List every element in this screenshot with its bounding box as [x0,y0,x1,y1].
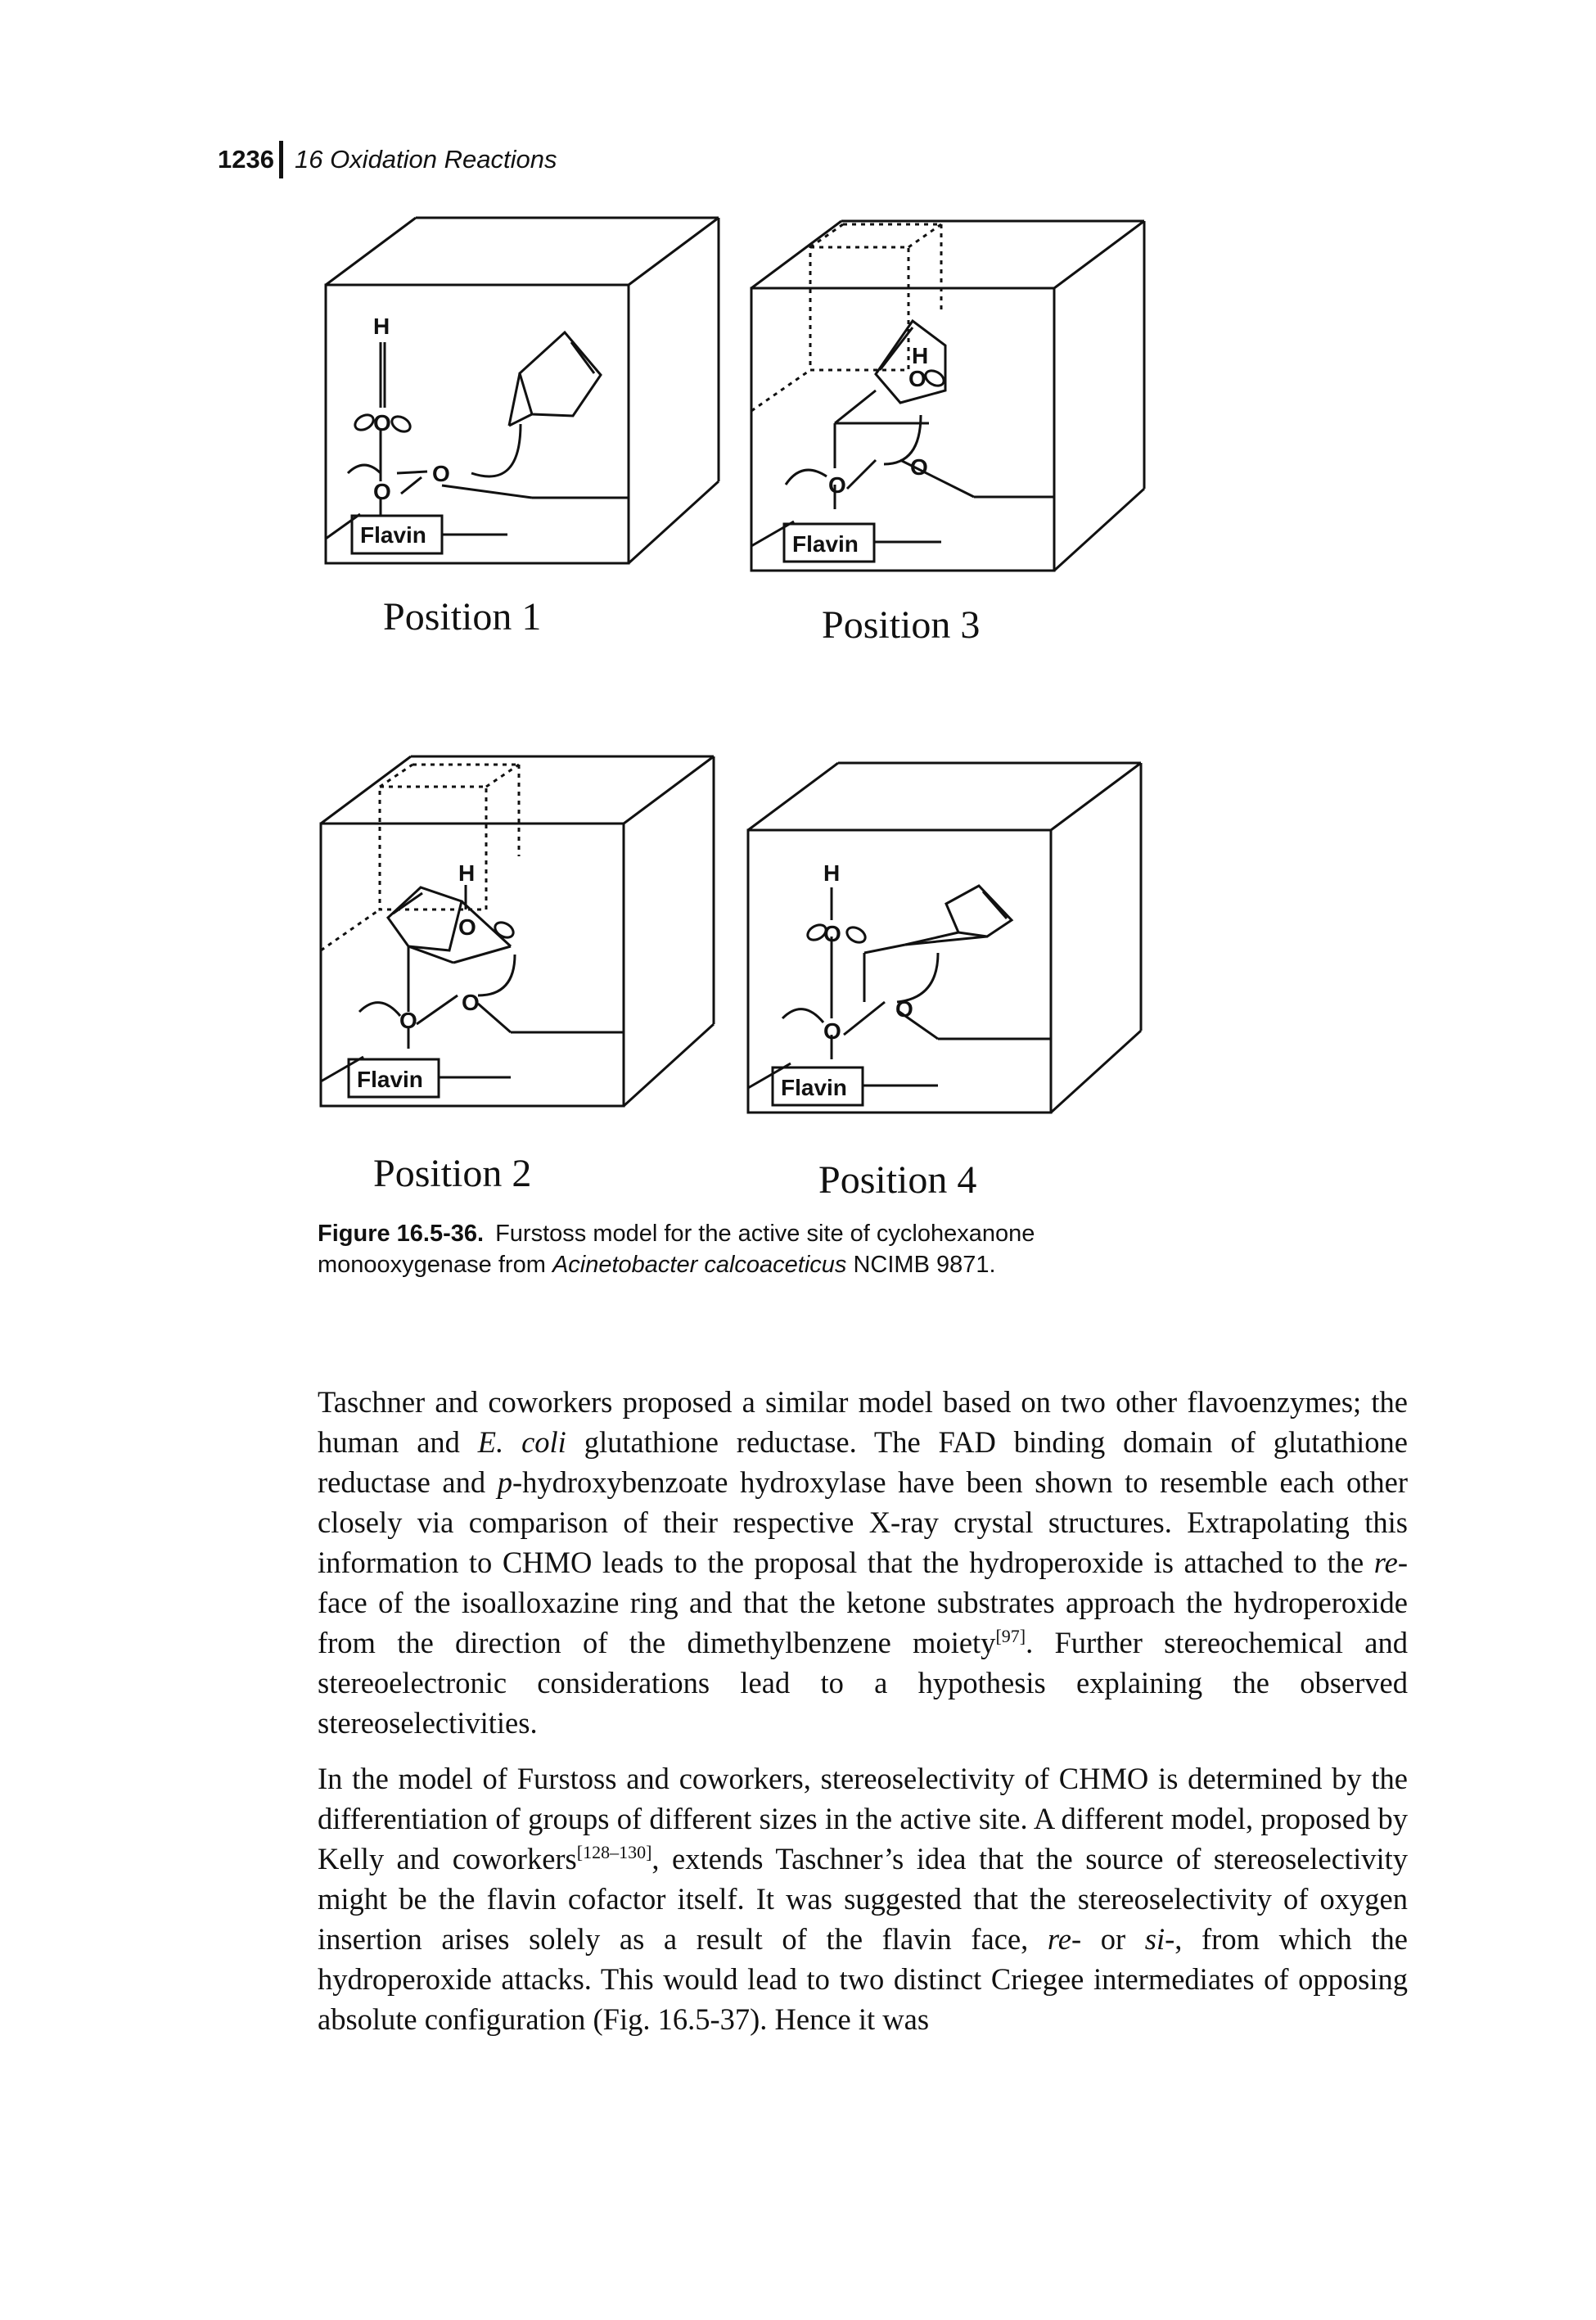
page-number: 1236 [218,145,274,174]
atom-oxygen: O [823,1018,841,1044]
caption-species: Acinetobacter calcoaceticus [552,1252,847,1278]
flavin-label: Flavin [781,1075,847,1100]
atom-oxygen: O [910,454,928,480]
body-paragraph: In the model of Furstoss and coworkers, … [318,1758,1408,2039]
atom-oxygen: O [373,410,391,436]
text-run: glutathione reductase. The FAD binding d… [318,1425,1408,1499]
figure-panel-position-4: H O O O Flavin Position 4 [742,756,1159,1202]
position-label: Position 2 [373,1152,532,1195]
text-run: , extends Taschner’s idea that the sourc… [318,1842,1408,1956]
body-paragraph: Taschner and coworkers proposed a simila… [318,1382,1408,1743]
italic-run: p [497,1465,512,1499]
citation-ref: [128–130] [576,1841,652,1862]
atom-oxygen: O [399,1008,417,1033]
figure-number: Figure 16.5-36. [318,1221,485,1247]
position-label: Position 1 [383,595,542,639]
figure-panel-position-1: H O O O Flavin Position 1 [319,211,728,639]
atom-hydrogen: H [912,343,928,368]
flavin-label: Flavin [792,531,859,557]
flavin-label: Flavin [357,1067,423,1092]
section-title: 16 Oxidation Reactions [294,145,557,174]
text-run: . Further stereochemical and stereoelect… [318,1626,1408,1740]
flavin-label: Flavin [360,522,426,548]
atom-hydrogen: H [458,860,475,886]
citation-ref: [97] [995,1625,1026,1646]
header-divider [278,141,283,178]
text-run: -face of the isoalloxazine ring and that… [318,1546,1408,1659]
active-site-cube-diagram: H O O O Flavin [324,216,720,565]
atom-hydrogen: H [823,860,840,886]
position-label: Position 3 [822,603,981,647]
italic-run: E. coli [477,1425,566,1459]
active-site-cube-diagram: H O O O Flavin [319,755,715,1108]
position-label: Position 4 [818,1158,977,1202]
active-site-cube-diagram: H O O O Flavin [746,761,1143,1114]
atom-oxygen: O [908,366,926,391]
text-run: -hydroxybenzoate hydroxylase have been s… [318,1465,1408,1579]
atom-oxygen: O [373,479,391,504]
figure-caption: Figure 16.5-36.Furstoss model for the ac… [318,1218,1136,1280]
caption-text: Furstoss model for the active site of cy… [318,1221,1035,1278]
figure-panel-position-3: H O O O Flavin Position 3 [745,214,1162,647]
italic-run: re [1373,1546,1398,1579]
atom-hydrogen: H [373,314,390,339]
italic-run: re- [1047,1922,1082,1956]
text-run: Taschner and coworkers proposed a simila… [318,1385,1408,1459]
text-run: or [1081,1922,1145,1956]
text-run: In the model of Furstoss and coworkers, … [318,1762,1408,1875]
atom-oxygen: O [823,921,841,946]
atom-oxygen: O [895,996,913,1022]
text-run: , from which the hydroperoxide attacks. … [318,1922,1408,2036]
running-header: 1236 16 Oxidation Reactions [218,141,557,178]
figure-panel-position-2: H O O O Flavin Position 2 [314,750,732,1195]
atom-oxygen: O [458,914,476,940]
atom-oxygen: O [462,990,480,1015]
caption-strain: NCIMB 9871. [846,1252,996,1278]
atom-oxygen: O [828,472,846,498]
atom-oxygen: O [432,461,450,486]
italic-run: si- [1144,1922,1175,1956]
active-site-cube-diagram: H O O O Flavin [750,219,1146,572]
